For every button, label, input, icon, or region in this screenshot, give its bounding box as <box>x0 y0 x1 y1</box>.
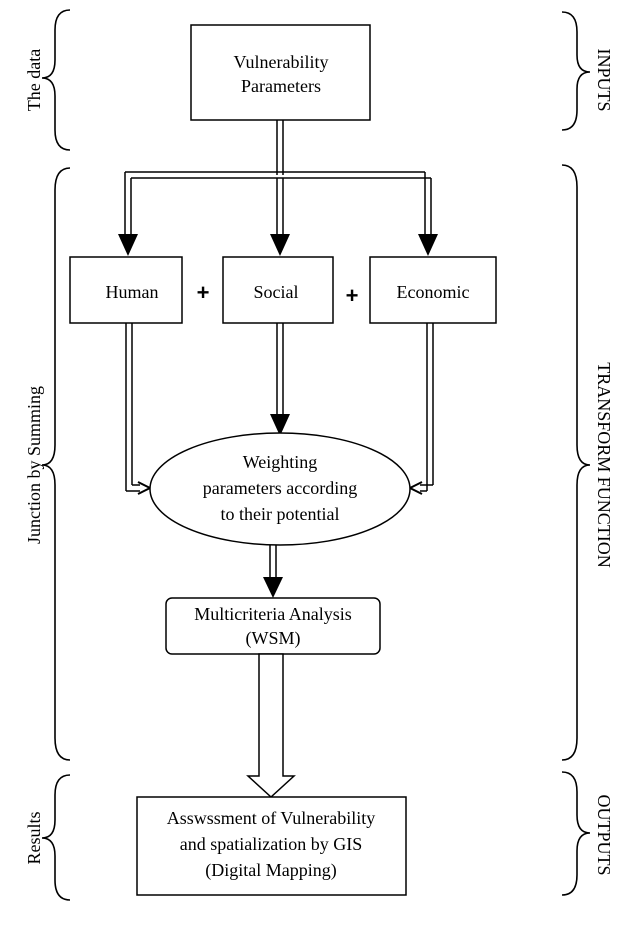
human-label: Human <box>106 282 159 302</box>
category-to-weighting-connectors <box>125 323 434 492</box>
social-label: Social <box>254 282 299 302</box>
arrow-to-economic <box>418 234 438 256</box>
right-brace-transform <box>561 164 591 761</box>
right-brace-inputs <box>561 11 591 131</box>
weighting-to-mca-connector <box>269 545 277 578</box>
arrow-to-human <box>118 234 138 256</box>
label-transform-function: TRANSFORM FUNCTION <box>594 362 614 568</box>
vulnerability-parameters-box <box>190 24 371 121</box>
weighting-line-2: parameters according <box>203 478 357 498</box>
label-the-data: The data <box>24 49 44 111</box>
assessment-line-1: Asswssment of Vulnerability <box>167 808 376 828</box>
arrow-left-into-weighting <box>137 481 153 495</box>
mca-line-2: (WSM) <box>246 628 301 649</box>
weighting-line-1: Weighting <box>243 452 318 472</box>
hollow-arrow-to-assessment <box>246 653 296 799</box>
weighting-line-3: to their potential <box>221 504 340 524</box>
assessment-line-2: and spatialization by GIS <box>180 834 362 854</box>
arrow-to-social <box>270 234 290 256</box>
label-results: Results <box>24 811 44 864</box>
distribution-connectors <box>124 120 432 235</box>
left-brace-outputs <box>41 774 71 901</box>
mca-line-1: Multicriteria Analysis <box>194 604 351 624</box>
arrow-center-into-weighting <box>270 414 290 436</box>
label-junction-by-summing: Junction by Summing <box>24 386 44 544</box>
label-inputs: INPUTS <box>594 48 614 111</box>
vulnerability-line-1: Vulnerability <box>234 52 329 72</box>
plus-operator-1: + <box>197 280 210 305</box>
human-box <box>69 256 183 324</box>
left-brace-inputs <box>41 9 71 151</box>
economic-label: Economic <box>397 282 470 302</box>
weighting-ellipse <box>149 432 411 546</box>
assessment-box <box>136 796 407 896</box>
right-brace-outputs <box>561 771 591 896</box>
label-outputs: OUTPUTS <box>594 794 614 875</box>
assessment-line-3: (Digital Mapping) <box>205 860 336 881</box>
left-brace-transform <box>41 167 71 761</box>
plus-operator-2: + <box>346 283 359 308</box>
social-box <box>222 256 334 324</box>
arrow-right-into-weighting <box>407 481 423 495</box>
vulnerability-line-2: Parameters <box>241 76 321 96</box>
arrow-into-mca <box>263 577 283 598</box>
